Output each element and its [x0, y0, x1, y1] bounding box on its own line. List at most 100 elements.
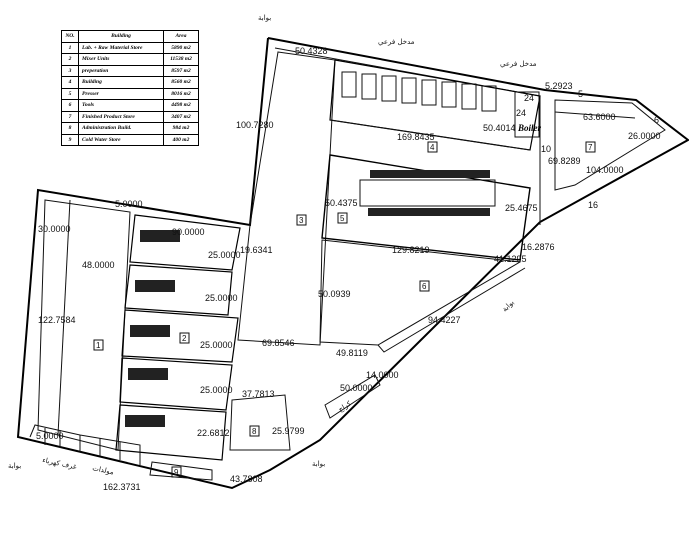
legend-no: 9 — [61, 133, 79, 146]
silos — [341, 71, 497, 112]
dim-label: 37.7813 — [242, 389, 275, 399]
boiler-room — [514, 91, 540, 138]
legend-no: 4 — [61, 76, 79, 89]
legend-no: 3 — [61, 64, 79, 77]
building-number-8: 8 — [252, 427, 257, 436]
side-entrance-label: مدخل فرعي — [500, 60, 537, 68]
dim-label: 16.2876 — [522, 242, 555, 252]
building-7 — [554, 99, 666, 191]
building-1 — [37, 199, 131, 451]
legend-building: Administration Build. — [78, 122, 164, 135]
electric-rooms-label: غرف كهرباء — [42, 456, 78, 471]
garage — [324, 374, 381, 419]
building-number-4: 4 — [430, 143, 435, 152]
dim-label: 50.0939 — [318, 289, 351, 299]
dim-label: 48.0000 — [82, 260, 115, 270]
dim-label: 63.6000 — [583, 112, 616, 122]
gate-label: بوابة — [8, 462, 21, 470]
dim-label: 25.0000 — [200, 340, 233, 350]
dim-label: 43.7808 — [230, 474, 263, 484]
building-number-2: 2 — [182, 334, 187, 343]
building-number-tags: 1 2 3 4 5 6 7 8 9 — [93, 141, 596, 478]
dim-label: 5.0000 — [36, 431, 64, 441]
building-number-5: 5 — [340, 214, 345, 223]
generators-label: مولدات — [92, 464, 115, 476]
dim-label: 104.0000 — [586, 165, 624, 175]
dim-label: 14.0000 — [366, 370, 399, 380]
dim-label: 10 — [541, 144, 551, 154]
legend-building: Tools — [78, 99, 164, 112]
legend-building: Lab. + Raw Material Store — [78, 41, 164, 54]
legend-area: 4498 m2 — [163, 99, 199, 112]
legend-header-row: NO. Building Area — [61, 30, 199, 43]
dim-label: 90.0000 — [172, 227, 205, 237]
building-9 — [149, 461, 213, 481]
electric-rooms — [29, 424, 141, 465]
dim-label: 69.8546 — [262, 338, 295, 348]
side-entrance-label: مدخل فرعي — [378, 38, 415, 46]
dim-label: 5.2923 — [545, 81, 573, 91]
dim-label: 100.7280 — [236, 120, 274, 130]
dim-label: 25.0000 — [200, 385, 233, 395]
legend-building: Presser — [78, 87, 164, 100]
legend-no: 6 — [61, 99, 79, 112]
building-number-7: 7 — [588, 143, 593, 152]
legend-no: 5 — [61, 87, 79, 100]
dim-label: 49.8119 — [336, 348, 368, 358]
dim-label: 22.6812 — [197, 428, 230, 438]
legend-no: 2 — [61, 53, 79, 66]
header-no: NO. — [61, 30, 79, 43]
dim-label: 50.0000 — [340, 383, 373, 393]
dim-label: 50.4328 — [295, 46, 328, 56]
dim-label: 5.0000 — [115, 199, 143, 209]
building-number-6: 6 — [422, 282, 427, 291]
presser-lines — [359, 170, 496, 216]
legend-building: preperation — [78, 64, 164, 77]
dim-label: 26.0000 — [628, 131, 661, 141]
building-number-9: 9 — [174, 468, 179, 477]
building-8 — [229, 394, 291, 451]
legend-no: 8 — [61, 122, 79, 135]
building-number-3: 3 — [299, 216, 304, 225]
gate-label: بوابة — [258, 14, 271, 22]
legend-building: Mixer Units — [78, 53, 164, 66]
gate-label: بوابة — [501, 298, 516, 313]
legend-area: 11538 m2 — [163, 53, 199, 66]
legend-area: 984 m2 — [163, 122, 199, 135]
dim-label: 6 — [654, 115, 659, 125]
dim-label: 16 — [588, 200, 598, 210]
dim-label: 50.4014 — [483, 123, 516, 133]
dim-label: 94.4227 — [428, 315, 461, 325]
legend-area: 8597 m2 — [163, 64, 199, 77]
dim-label: 30.0000 — [38, 224, 71, 234]
dim-label: 25.4675 — [505, 203, 538, 213]
site-boundary — [16, 37, 689, 490]
legend-building: Finished Product Store — [78, 110, 164, 123]
dim-label: 41.1295 — [494, 254, 527, 264]
legend-area: 400 m2 — [163, 133, 199, 146]
dim-label: 19.6341 — [240, 245, 273, 255]
legend-area: 5890 m2 — [163, 41, 199, 54]
legend-area: 8560 m2 — [163, 76, 199, 89]
legend-building: Building — [78, 76, 164, 89]
boiler-label: Boiler — [517, 123, 541, 133]
legend-no: 1 — [61, 41, 79, 54]
dim-label: 169.8435 — [397, 132, 435, 142]
buildings-2 — [115, 214, 241, 461]
dim-label: 129.8219 — [392, 245, 430, 255]
legend-building: Cold Water Store — [78, 133, 164, 146]
gate-label: بوابة — [312, 460, 325, 468]
dim-label: 162.3731 — [103, 482, 141, 492]
garage-label: كراج — [337, 399, 353, 413]
header-building: Building — [78, 30, 164, 43]
